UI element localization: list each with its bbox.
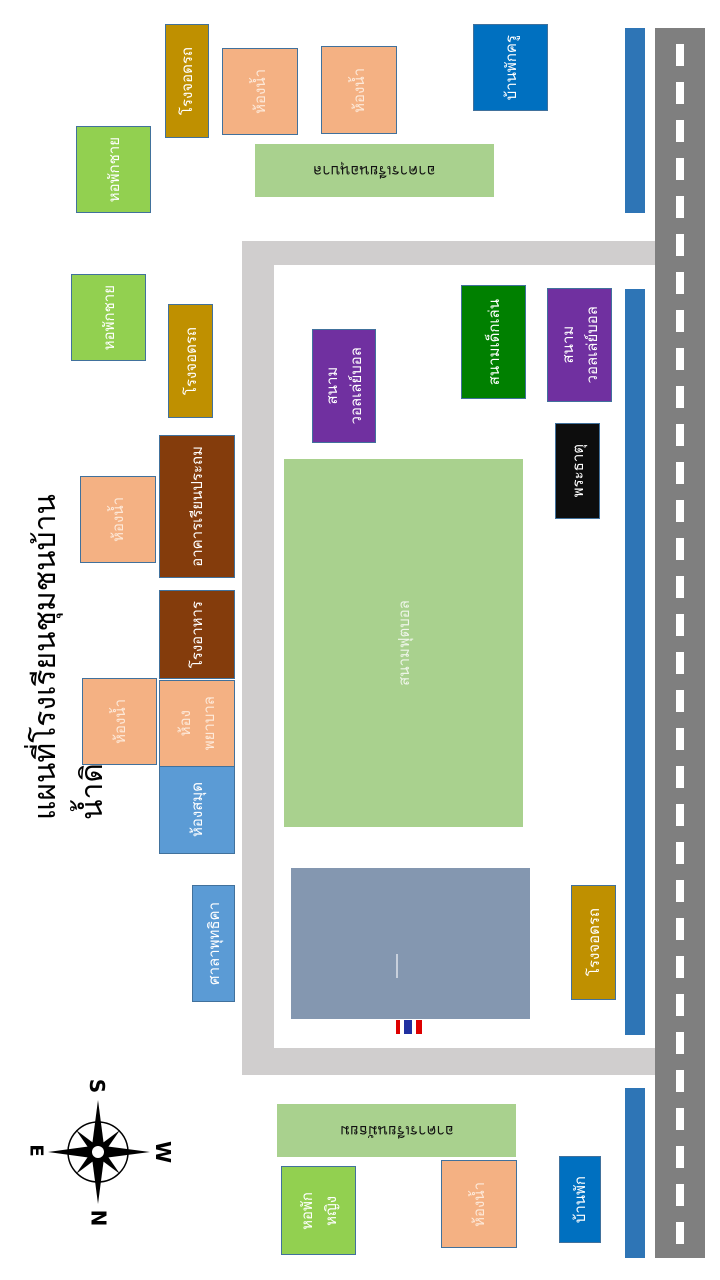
label: ห้องน้ำ xyxy=(350,67,368,113)
label: หอพัก หญิง xyxy=(297,1191,340,1230)
parking-top: โรงจอดรถ xyxy=(165,24,209,138)
secondary-building: อาคารเรียนมัธยม xyxy=(277,1104,516,1157)
label: บ้านพัก xyxy=(571,1175,589,1224)
label: โรงจอดรถ xyxy=(181,326,200,396)
girls-dorm: หอพัก หญิง xyxy=(281,1166,356,1255)
roadside-strip-bottom xyxy=(625,1088,645,1258)
label: อาคารเรียนประถม xyxy=(188,446,206,567)
playground: สนามเด็กเล่น xyxy=(461,285,526,399)
nurse-room: ห้อง พยาบาล xyxy=(159,680,235,767)
thai-flag-icon xyxy=(396,1020,422,1034)
road-center-line xyxy=(676,28,684,1258)
label: สนามเด็กเล่น xyxy=(484,298,503,386)
football-field: สนามฟุตบอล xyxy=(284,459,523,827)
label: สนาม วอลเล่ย์บอล xyxy=(558,306,601,384)
teacher-house: บ้านพักครู xyxy=(473,24,548,111)
label: สนาม วอลเล่ย์บอล xyxy=(323,347,365,425)
assembly-ground xyxy=(291,868,530,1019)
compass-south-label: S xyxy=(85,1078,110,1094)
parking-bottom: โรงจอดรถ xyxy=(571,885,616,1000)
label: ห้องน้ำ xyxy=(251,69,269,114)
toilet-top-2: ห้องน้ำ xyxy=(321,46,397,134)
label: โรงจอดรถ xyxy=(178,46,196,116)
label: ห้องน้ำ xyxy=(109,497,127,542)
label: โรงอาหาร xyxy=(188,600,206,669)
compass-north-label: N xyxy=(86,1209,111,1227)
toilet-top-1: ห้องน้ำ xyxy=(222,48,298,135)
volleyball-court-1: สนาม วอลเล่ย์บอล xyxy=(312,329,376,443)
house-bottom: บ้านพัก xyxy=(559,1156,601,1243)
parking-middle: โรงจอดรถ xyxy=(168,304,213,418)
compass-west-label: W xyxy=(151,1140,176,1164)
boys-dorm-2: หอพักชาย xyxy=(71,274,146,361)
pavilion: ศาลาพุทธิคา xyxy=(192,885,235,1002)
compass-east-label: E xyxy=(25,1144,47,1157)
road xyxy=(655,28,705,1258)
roadside-strip-top xyxy=(625,28,645,213)
label: ห้องสมุด xyxy=(188,782,206,838)
toilet-middle-1: ห้องน้ำ xyxy=(80,476,156,563)
roadside-strip-middle xyxy=(625,289,645,1035)
compass-rose-icon: S N E W xyxy=(26,1070,180,1230)
label: อาคารเรียนมัธยม xyxy=(339,1121,454,1140)
label: ห้องน้ำ xyxy=(470,1181,488,1227)
label: พระธาตุ xyxy=(568,444,587,498)
volleyball-court-2: สนาม วอลเล่ย์บอล xyxy=(547,288,612,402)
label: สนามฟุตบอล xyxy=(394,600,413,686)
kindergarten-building: อาคารเรียนอนุบาล xyxy=(255,144,494,197)
label: ห้องน้ำ xyxy=(110,699,129,744)
label: ห้อง พยาบาล xyxy=(176,696,218,751)
label: หอพักชาย xyxy=(99,284,118,351)
toilet-bottom: ห้องน้ำ xyxy=(441,1160,517,1248)
toilet-middle-2: ห้องน้ำ xyxy=(82,678,157,765)
label: ศาลาพุทธิคา xyxy=(204,902,223,985)
primary-building: อาคารเรียนประถม xyxy=(159,435,235,578)
pagoda: พระธาตุ xyxy=(555,423,600,519)
label: อาคารเรียนอนุบาล xyxy=(313,161,436,180)
library: ห้องสมุด xyxy=(159,766,235,854)
label: บ้านพักครู xyxy=(501,34,520,101)
label: โรงจอดรถ xyxy=(584,908,603,977)
canteen: โรงอาหาร xyxy=(159,590,235,679)
boys-dorm-1: หอพักชาย xyxy=(76,126,151,213)
flagpole xyxy=(396,954,398,978)
label: หอพักชาย xyxy=(104,136,123,203)
